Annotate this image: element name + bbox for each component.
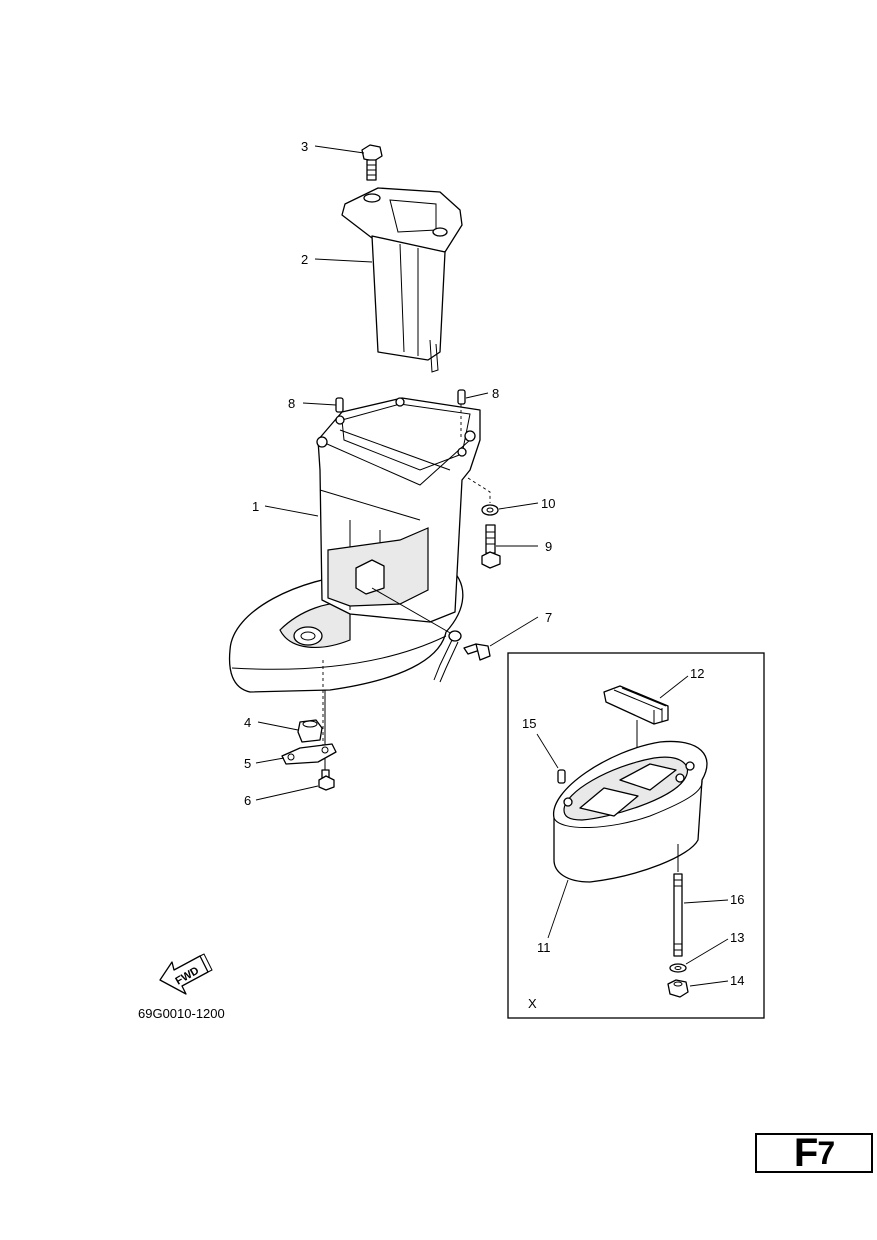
label-part-15: 15 xyxy=(522,716,536,731)
label-part-8-left: 8 xyxy=(288,396,295,411)
screw-part-7 xyxy=(371,587,491,683)
upper-casing-part-1 xyxy=(228,397,481,693)
label-part-11: 11 xyxy=(537,940,551,955)
label-part-12: 12 xyxy=(690,666,704,681)
washer-part-13 xyxy=(669,963,687,973)
seal-part-12 xyxy=(603,685,669,725)
fwd-arrow-icon: FWD xyxy=(159,953,213,995)
part-labels: 3 2 1 8 8 10 9 7 4 5 6 12 15 11 16 13 14… xyxy=(244,139,744,1011)
label-part-13: 13 xyxy=(730,930,744,945)
upper-guide-part-2 xyxy=(341,187,463,373)
leader-lines xyxy=(255,145,729,987)
spacer-part-11 xyxy=(553,740,708,883)
label-part-1: 1 xyxy=(252,499,259,514)
page-id-letter: F xyxy=(793,1131,818,1175)
bolt-part-6 xyxy=(318,769,335,791)
label-part-4: 4 xyxy=(244,715,251,730)
inset-label: X xyxy=(528,996,537,1011)
dowel-pin-part-8-left xyxy=(335,397,344,413)
label-part-2: 2 xyxy=(301,252,308,267)
nut-part-14 xyxy=(667,979,689,998)
bolt-part-9 xyxy=(481,524,501,569)
label-part-16: 16 xyxy=(730,892,744,907)
stud-bolt-part-16 xyxy=(673,873,683,957)
washer-part-10 xyxy=(481,504,499,516)
label-part-10: 10 xyxy=(541,496,555,511)
bolt-part-3 xyxy=(361,144,383,181)
label-part-5: 5 xyxy=(244,756,251,771)
dowel-pin-part-8-right xyxy=(457,389,466,440)
label-part-8-right: 8 xyxy=(492,386,499,401)
label-part-14: 14 xyxy=(730,973,744,988)
label-part-3: 3 xyxy=(301,139,308,154)
label-part-7: 7 xyxy=(545,610,552,625)
label-part-9: 9 xyxy=(545,539,552,554)
grommet-part-4 xyxy=(297,719,323,743)
label-part-6: 6 xyxy=(244,793,251,808)
figure-code: 69G0010-1200 xyxy=(138,1006,225,1021)
page-id-number: 7 xyxy=(817,1135,835,1171)
inset-panel xyxy=(507,652,765,1019)
plate-part-5 xyxy=(281,743,337,765)
dowel-pin-part-15 xyxy=(557,769,566,784)
